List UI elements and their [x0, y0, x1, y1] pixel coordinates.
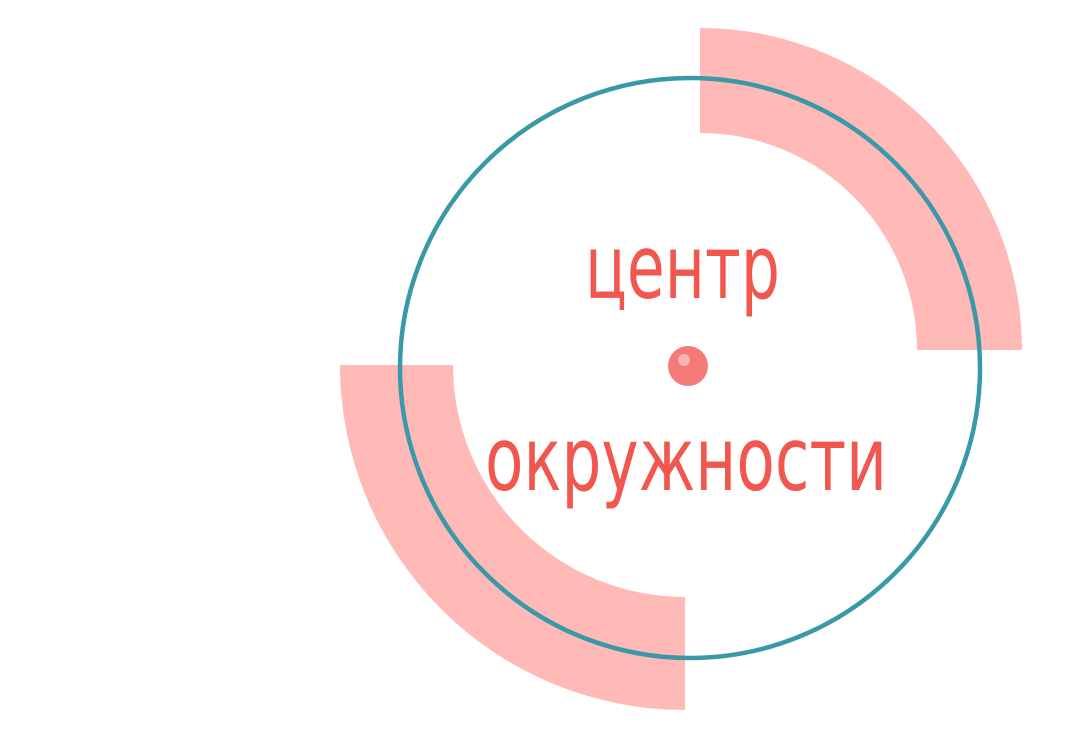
decorative-arc-bottom-left [340, 365, 685, 710]
label-circle: окружности [485, 408, 887, 511]
decorative-arc-top-right [700, 28, 1022, 350]
label-center: центр [585, 216, 780, 319]
center-dot [668, 346, 708, 386]
center-dot-highlight [678, 354, 690, 366]
circle-outline [397, 75, 983, 661]
